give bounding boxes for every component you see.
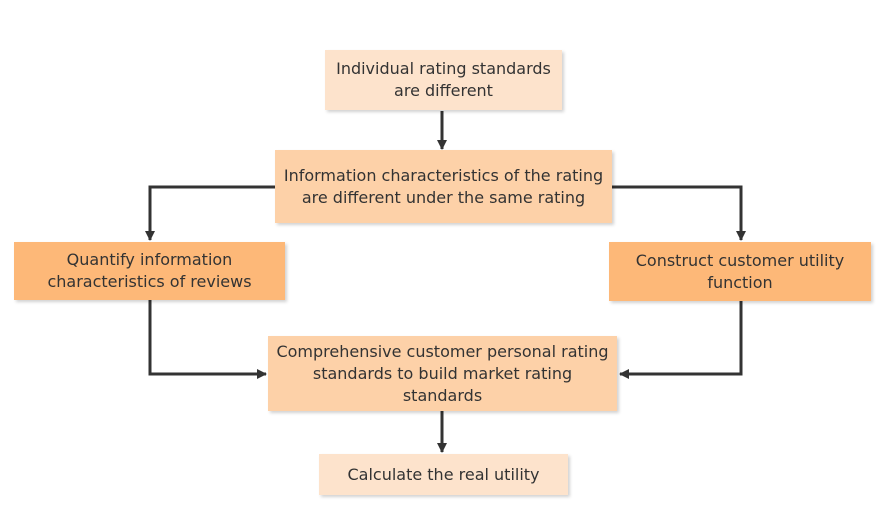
arrow-utility-function-to-comprehensive [619,301,743,379]
node-real-utility: Calculate the real utility [319,454,568,495]
node-utility-function: Construct customer utility function [609,242,871,301]
node-quantify: Quantify information characteristics of … [14,242,285,300]
arrow-information-to-quantify [145,185,275,241]
node-real-utility-text: Calculate the real utility [347,464,540,484]
node-information-characteristics: Information characteristics of the ratin… [275,150,612,223]
arrow-information-to-utility-function [612,185,746,241]
node-quantify-text: Quantify information characteristics of … [47,250,252,291]
node-comprehensive: Comprehensive customer personal rating s… [268,336,617,411]
node-information-characteristics-text: Information characteristics of the ratin… [283,165,604,207]
node-utility-function-text: Construct customer utility function [635,250,845,292]
node-comprehensive-text: Comprehensive customer personal rating s… [276,341,609,405]
node-individual-standards: Individual rating standards are differen… [325,50,562,110]
arrow-quantify-to-comprehensive [148,300,267,379]
node-individual-standards-text: Individual rating standards are differen… [336,59,551,100]
